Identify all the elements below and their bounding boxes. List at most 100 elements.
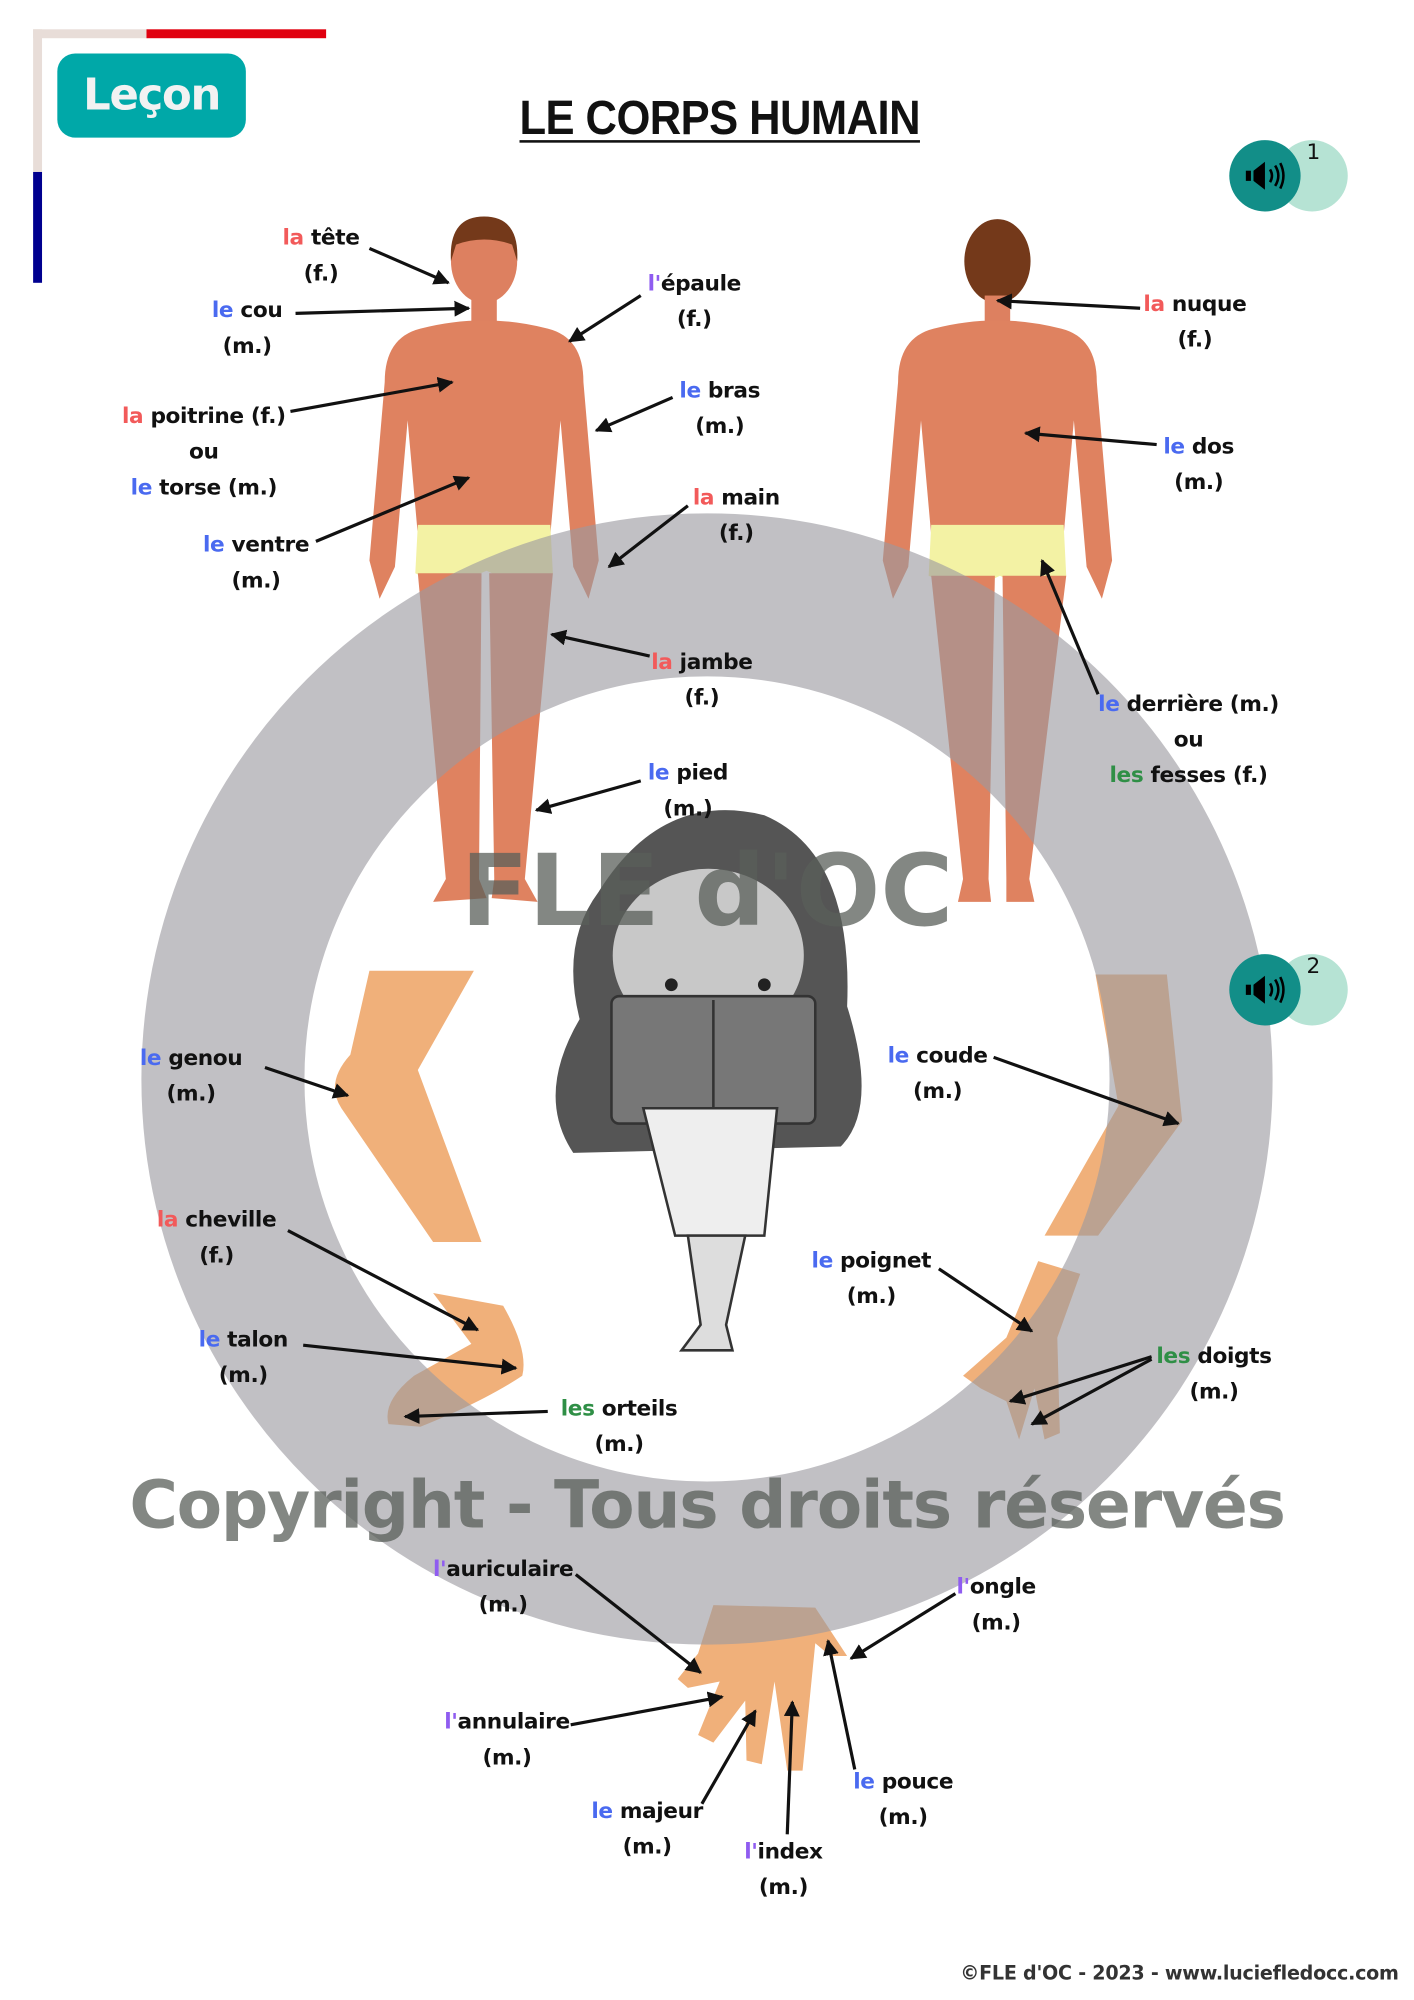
label-word: orteils — [594, 1396, 678, 1422]
label-line: le ventre — [203, 527, 310, 563]
label-word: doigts — [1190, 1343, 1272, 1370]
label-line: le bras — [679, 373, 760, 409]
label-line: le cou — [212, 293, 283, 329]
label-article: le — [591, 1798, 613, 1825]
label-line: (f.) — [1143, 322, 1246, 358]
label-word: (f.) — [1177, 327, 1213, 353]
label-genou: le genou(m.) — [140, 1041, 243, 1112]
copyright-footer: ©FLE d'OC - 2023 - www.luciefledocc.com — [960, 1961, 1399, 1985]
label-article: le — [1163, 434, 1185, 460]
label-line: l'annulaire — [444, 1704, 570, 1740]
label-word: (m.) — [695, 414, 745, 440]
speaker-icon[interactable] — [1229, 140, 1301, 212]
label-ventre: le ventre(m.) — [203, 527, 310, 598]
label-line: les fesses (f.) — [1098, 758, 1279, 794]
label-article: le — [211, 298, 234, 324]
label-line: (m.) — [140, 1076, 243, 1112]
label-line: le dos — [1163, 429, 1234, 465]
pointer-arrow — [1040, 559, 1100, 695]
label-word: (f.) — [303, 261, 339, 287]
label-word: (f.) — [718, 521, 754, 547]
audio-button-2[interactable]: 2 — [1229, 954, 1349, 1026]
label-bras: le bras (m.) — [679, 373, 760, 444]
label-line: (f.) — [651, 680, 752, 716]
label-word: épaule — [660, 271, 741, 297]
label-article: l' — [444, 1709, 458, 1736]
watermark-bottom-text: Copyright - Tous droits réservés — [129, 1467, 1286, 1544]
label-line: le majeur — [591, 1794, 703, 1830]
label-word: (f.) — [676, 307, 712, 333]
label-word: (m.) — [218, 1363, 268, 1389]
label-word: (m.) — [1174, 470, 1224, 496]
label-article: le — [130, 475, 153, 501]
label-line: la nuque — [1143, 287, 1246, 323]
label-line: (m.) — [444, 1740, 570, 1776]
audio-button-1[interactable]: 1 — [1229, 140, 1349, 212]
label-word: dos — [1184, 434, 1235, 460]
pointer-arrow — [570, 1691, 724, 1727]
label-article: le — [811, 1248, 834, 1274]
pointer-arrow — [264, 1065, 350, 1099]
label-main: la main (f.) — [693, 480, 780, 551]
hand-illustration — [677, 1605, 848, 1771]
label-word: main — [714, 485, 780, 511]
pointer-arrow — [1030, 1357, 1153, 1426]
label-word: tête — [303, 225, 360, 251]
pointer-arrow — [287, 1229, 480, 1332]
label-word: (m.) — [594, 1431, 644, 1458]
label-word: (f.) — [199, 1243, 234, 1269]
label-word: (m.) — [478, 1592, 528, 1618]
label-article: l' — [433, 1556, 447, 1583]
label-line: (m.) — [888, 1074, 988, 1110]
label-word: bras — [700, 378, 761, 404]
label-word: (m.) — [971, 1610, 1021, 1636]
speaker-icon[interactable] — [1229, 954, 1301, 1026]
pointer-arrow — [403, 1408, 548, 1424]
label-word: (m.) — [913, 1078, 963, 1105]
label-article: la — [122, 403, 144, 430]
lesson-badge: Leçon — [57, 53, 246, 138]
label-word: talon — [220, 1327, 288, 1353]
label-line: la tête — [283, 220, 360, 256]
pointer-arrow — [290, 376, 454, 414]
label-line: (m.) — [561, 1427, 678, 1463]
label-word: fesses (f.) — [1143, 763, 1268, 789]
label-annulaire: l'annulaire(m.) — [444, 1704, 570, 1775]
label-word: (m.) — [846, 1284, 896, 1310]
label-line: l'épaule — [648, 266, 742, 302]
label-article: l' — [744, 1839, 758, 1865]
pointer-arrow — [295, 300, 471, 317]
label-word: jambe — [672, 649, 753, 676]
label-word: (m.) — [663, 796, 713, 822]
label-pouce: le pouce(m.) — [853, 1764, 953, 1835]
label-coude: le coude(m.) — [888, 1038, 988, 1109]
label-ongle: l'ongle(m.) — [957, 1569, 1037, 1641]
label-word: poignet — [832, 1248, 932, 1274]
audio-number: 1 — [1306, 140, 1321, 166]
label-talon: le talon(m.) — [199, 1322, 289, 1393]
label-word: pouce — [874, 1769, 954, 1795]
label-line: (m.) — [212, 329, 283, 365]
reading-girl-cartoon — [555, 810, 862, 1352]
label-line: (m.) — [957, 1605, 1036, 1641]
pointer-arrow — [700, 1709, 757, 1805]
label-word: ou — [1173, 727, 1204, 753]
label-line: la main — [693, 480, 780, 516]
label-article: le — [853, 1769, 875, 1795]
label-word: index — [757, 1839, 823, 1865]
pointer-arrow — [1023, 426, 1157, 447]
label-cheville: la cheville(f.) — [157, 1203, 277, 1274]
label-article: le — [679, 378, 701, 404]
pointer-arrow — [315, 475, 471, 543]
label-line: l'auriculaire — [433, 1552, 574, 1588]
label-epaule: l'épaule (f.) — [648, 266, 742, 337]
pointer-arrow — [1008, 1355, 1153, 1405]
pointer-arrow — [823, 1639, 857, 1770]
label-word: pied — [669, 760, 728, 786]
label-pied: le pied (m.) — [648, 755, 728, 826]
label-word: (f.) — [684, 685, 720, 711]
label-article: le — [647, 760, 670, 786]
